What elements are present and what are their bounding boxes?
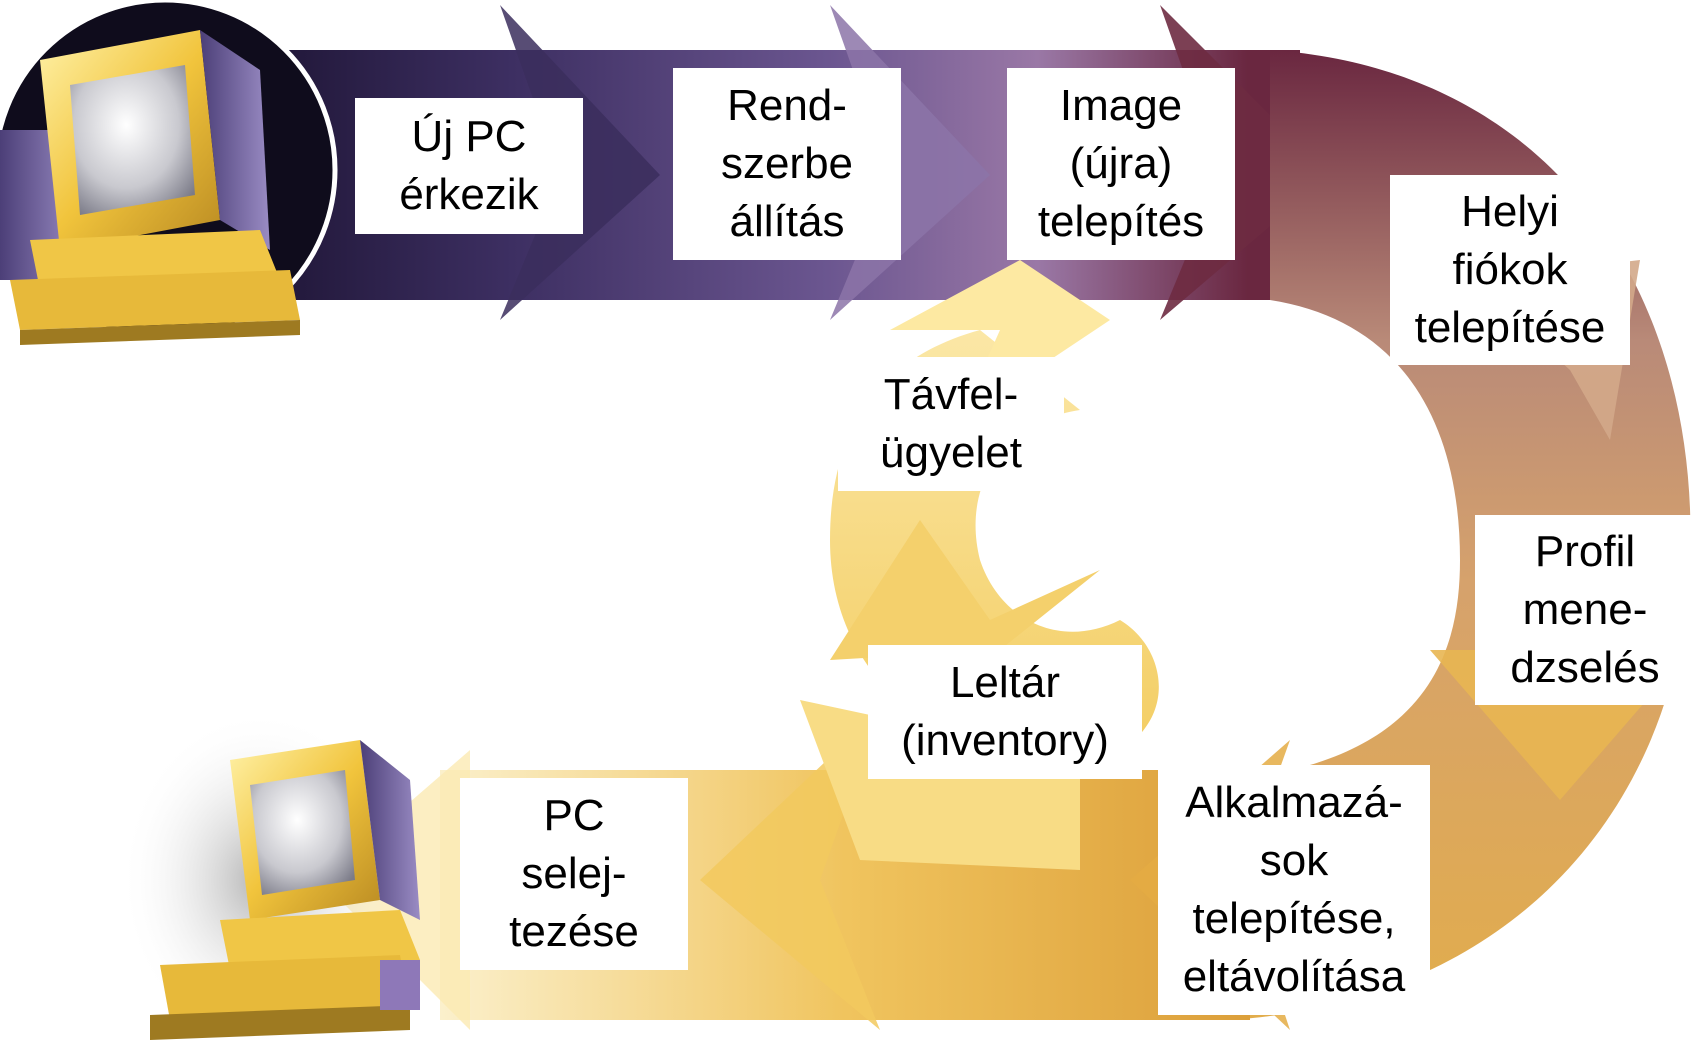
step-local-accounts: Helyi fiókok telepítése bbox=[1390, 175, 1630, 365]
step-profile-line-1: Profil bbox=[1534, 527, 1636, 576]
step-inventory: Leltár (inventory) bbox=[868, 645, 1142, 779]
computer-retired-icon bbox=[120, 710, 420, 1050]
step-image-line-1: Image bbox=[1059, 81, 1183, 130]
step-image-line-2: (újra) bbox=[1069, 139, 1173, 188]
step-image-line-3: telepítés bbox=[1037, 197, 1205, 246]
computer-new-icon bbox=[0, 0, 338, 345]
step-inventory-line-1: Leltár bbox=[949, 658, 1061, 707]
step-remote-support-line-1: Távfel- bbox=[883, 370, 1019, 419]
step-retire-line-3: tezése bbox=[509, 907, 639, 956]
step-remote-support-line-2: ügyelet bbox=[880, 428, 1022, 477]
step-apps: Alkalmazá- sok telepítése, eltávolítása bbox=[1158, 765, 1430, 1015]
step-setup-line-2: szerbe bbox=[720, 139, 854, 188]
step-inventory-line-2: (inventory) bbox=[901, 716, 1109, 765]
step-retire-line-1: PC bbox=[543, 791, 605, 840]
step-apps-line-1: Alkalmazá- bbox=[1185, 778, 1403, 827]
step-local-accounts-line-1: Helyi bbox=[1461, 187, 1559, 236]
step-profile-line-2: mene- bbox=[1522, 585, 1648, 634]
inner-arrow-up bbox=[890, 260, 1110, 420]
step-setup-line-1: Rend- bbox=[727, 81, 847, 130]
step-new-pc-line-1: Új PC bbox=[411, 112, 527, 161]
step-retire: PC selej- tezése bbox=[460, 778, 688, 970]
step-image: Image (újra) telepítés bbox=[1007, 68, 1235, 260]
step-apps-line-4: eltávolítása bbox=[1182, 952, 1406, 1001]
step-retire-line-2: selej- bbox=[521, 849, 627, 898]
step-new-pc-line-2: érkezik bbox=[399, 170, 539, 219]
step-setup-line-3: állítás bbox=[729, 197, 845, 246]
inner-arrow-mid bbox=[830, 520, 1100, 660]
step-remote-support: Távfel- ügyelet bbox=[838, 357, 1064, 491]
step-apps-line-3: telepítése, bbox=[1192, 894, 1396, 943]
step-apps-line-2: sok bbox=[1259, 836, 1329, 885]
step-setup: Rend- szerbe állítás bbox=[673, 68, 901, 260]
step-local-accounts-line-3: telepítése bbox=[1414, 303, 1606, 352]
step-profile-line-3: dzselés bbox=[1510, 643, 1660, 692]
step-new-pc: Új PC érkezik bbox=[355, 98, 583, 234]
step-local-accounts-line-2: fiókok bbox=[1452, 245, 1568, 294]
step-profile: Profil mene- dzselés bbox=[1475, 515, 1695, 705]
